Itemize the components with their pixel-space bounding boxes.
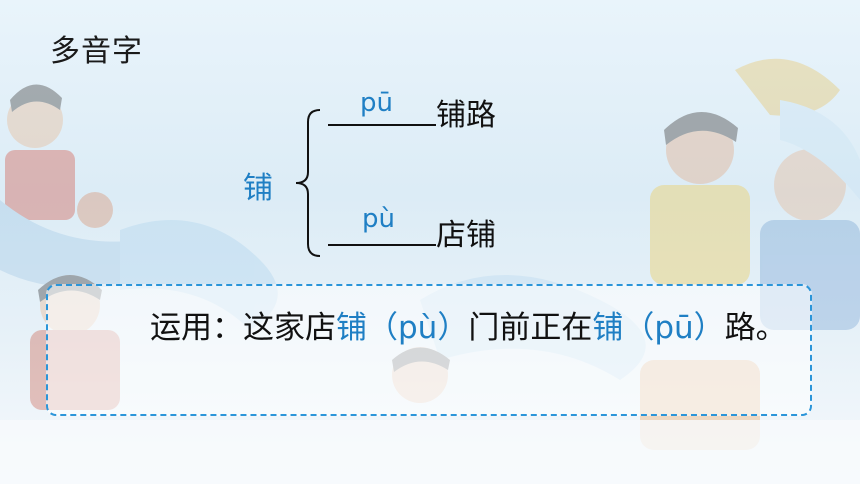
usage-part-3: 路。 bbox=[724, 310, 787, 346]
usage-pinyin-2: （pū） bbox=[623, 310, 725, 346]
pinyin-reading-2: pù bbox=[362, 204, 395, 234]
usage-part-2: 门前正在 bbox=[468, 310, 593, 346]
example-word-1: 铺路 bbox=[436, 98, 496, 133]
left-brace-icon bbox=[295, 109, 321, 257]
pinyin-reading-1: pū bbox=[360, 88, 393, 118]
usage-pinyin-1: （pù） bbox=[367, 310, 469, 346]
polyphonic-character: 铺 bbox=[243, 171, 273, 206]
answer-blank-1 bbox=[328, 124, 436, 126]
usage-box bbox=[46, 284, 812, 416]
usage-part-1: 这家店 bbox=[243, 310, 336, 346]
usage-char-2: 铺 bbox=[592, 310, 624, 346]
page-title: 多音字 bbox=[50, 34, 143, 69]
usage-char-1: 铺 bbox=[336, 310, 367, 346]
answer-blank-2 bbox=[328, 244, 436, 246]
usage-sentence: 运用：这家店铺（pù）门前正在铺（pū）路。 bbox=[78, 298, 802, 358]
example-word-2: 店铺 bbox=[436, 218, 496, 253]
usage-label: 运用： bbox=[150, 310, 243, 346]
